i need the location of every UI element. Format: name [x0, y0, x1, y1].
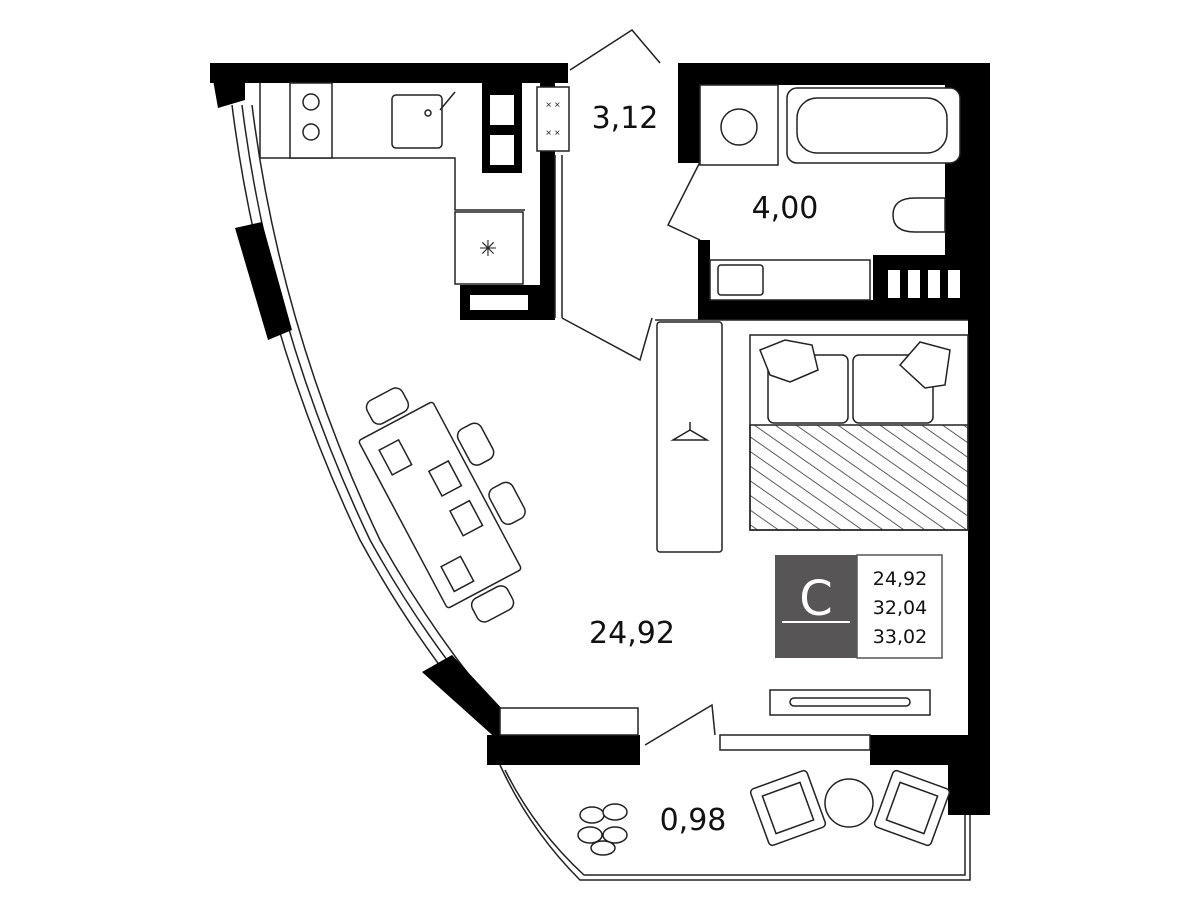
plant-icon — [577, 803, 628, 856]
pillow — [759, 339, 819, 383]
pillow — [898, 341, 951, 389]
kitchen-counter: ✳ × × × × — [259, 82, 570, 318]
bathtub-icon — [786, 87, 961, 164]
living-furniture — [358, 319, 969, 751]
tv-stand — [769, 689, 931, 716]
legend-total-with-balcony: 33,02 — [873, 626, 927, 648]
balcony-door — [719, 734, 871, 751]
room-area-kitchen: 3,12 — [592, 101, 659, 136]
dining-table — [358, 387, 526, 623]
round-table — [824, 778, 874, 828]
sink-icon — [391, 94, 443, 149]
legend-total-area: 32,04 — [873, 597, 927, 619]
fridge-icon — [454, 211, 524, 285]
hanger-icon — [670, 422, 710, 441]
bathroom-fixtures — [699, 84, 961, 301]
room-area-bathroom: 4,00 — [752, 191, 819, 226]
washing-machine-icon — [699, 84, 779, 166]
legend-living-area: 24,92 — [873, 568, 927, 590]
curved-window — [231, 104, 515, 741]
radiator — [499, 707, 639, 736]
balcony-furniture — [577, 769, 951, 856]
type-letter: С — [799, 571, 833, 627]
type-badge — [775, 555, 857, 658]
washbasin-icon — [717, 264, 764, 296]
wardrobe — [656, 321, 723, 553]
apartment-legend: С 24,92 32,04 33,02 — [775, 554, 943, 659]
cooktop-icon — [536, 86, 570, 152]
room-area-balcony: 0,98 — [660, 803, 727, 838]
svg-text:× ×: × × — [546, 100, 561, 111]
svg-text:× ×: × × — [546, 128, 561, 139]
room-area-living: 24,92 — [589, 616, 675, 651]
wall-openings — [470, 95, 960, 310]
balcony-outline — [499, 764, 971, 881]
stove-icon — [289, 82, 333, 159]
doors — [561, 29, 716, 746]
toilet-icon — [892, 197, 946, 233]
svg-text:✳: ✳ — [479, 236, 497, 261]
